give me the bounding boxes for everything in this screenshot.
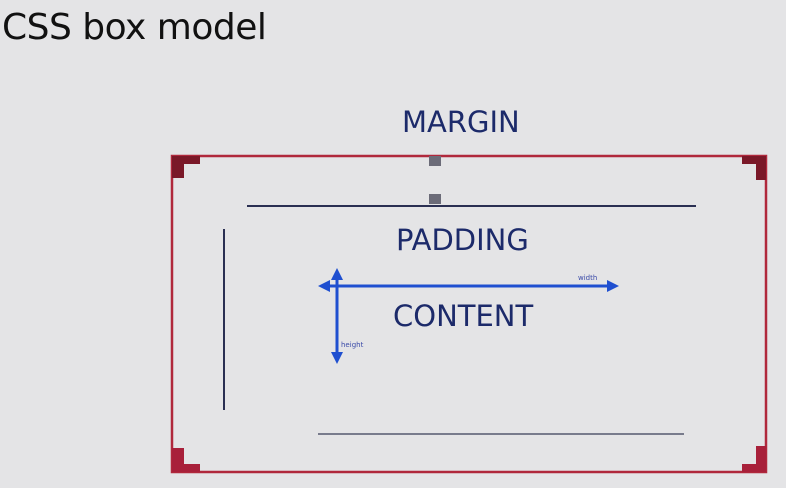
corner-mark-top-right bbox=[742, 156, 766, 180]
corner-mark-bottom-right bbox=[742, 446, 766, 472]
height-arrow-top-head bbox=[331, 268, 343, 280]
corner-mark-top-left bbox=[172, 156, 200, 178]
slide-title: CSS box model bbox=[2, 7, 267, 48]
padding-label: PADDING bbox=[396, 223, 529, 257]
width-arrow-tag: width bbox=[578, 274, 597, 282]
height-arrow-tag: height bbox=[341, 341, 364, 349]
top-edge-mark bbox=[429, 156, 441, 166]
height-arrow-bottom-head bbox=[331, 352, 343, 364]
margin-label: MARGIN bbox=[402, 105, 520, 139]
outer-border-box bbox=[170, 154, 768, 474]
width-arrow-right-head bbox=[607, 280, 619, 292]
content-label: CONTENT bbox=[393, 299, 534, 333]
top-edge-mark-lower bbox=[429, 194, 441, 204]
width-arrow-left-head bbox=[318, 280, 330, 292]
corner-mark-bottom-left bbox=[172, 448, 200, 472]
